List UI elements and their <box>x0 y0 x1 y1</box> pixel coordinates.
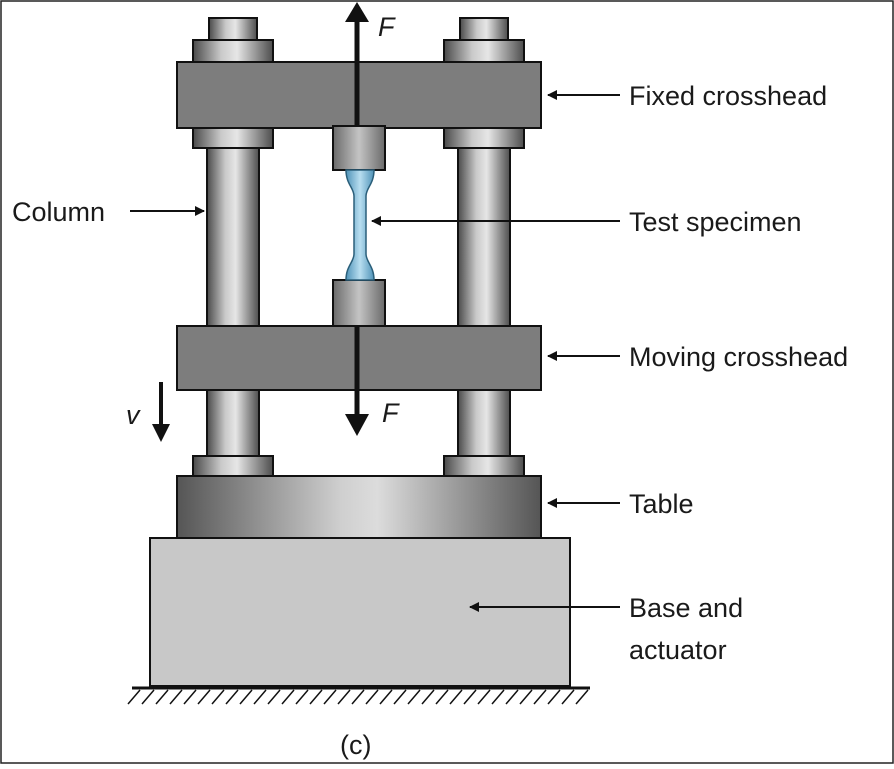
ground-hatch-line <box>225 689 239 705</box>
ground-hatch-line <box>155 689 169 705</box>
right-column-upper-nut <box>443 125 525 149</box>
bottom-force-arrowhead <box>345 414 369 436</box>
ground-hatch-line <box>435 689 449 705</box>
velocity-label: v <box>126 400 141 430</box>
ground-hatch-line <box>281 689 295 705</box>
upper-grip <box>332 125 386 171</box>
lower-grip <box>332 279 386 327</box>
bottom-force-label: F <box>382 398 400 428</box>
left-column <box>206 129 260 457</box>
ground-hatch-line <box>141 689 155 705</box>
ground-hatch-line <box>379 689 393 705</box>
ground-hatch-line <box>533 689 547 705</box>
left-column-foot <box>192 455 274 477</box>
ground-hatch-line <box>127 689 141 705</box>
ground-hatch-line <box>519 689 533 705</box>
ground-hatch-line <box>575 689 589 705</box>
ground-hatch-line <box>295 689 309 705</box>
top-force-arrowhead <box>345 2 369 22</box>
velocity-arrowhead <box>152 424 170 442</box>
base-actuator-block <box>149 537 571 687</box>
right-column-top-nut <box>443 39 525 65</box>
ground-hatch-line <box>239 689 253 705</box>
column-label: Column <box>12 197 105 227</box>
ground-hatch-line <box>365 689 379 705</box>
fixed-crosshead-label: Fixed crosshead <box>629 81 827 111</box>
ground-hatch-line <box>505 689 519 705</box>
test-specimen-label: Test specimen <box>629 207 802 237</box>
left-column-top-cap <box>208 17 258 41</box>
top-force-label: F <box>378 12 396 42</box>
ground-hatch-line <box>561 689 575 705</box>
right-column <box>457 129 511 457</box>
ground-hatch-line <box>253 689 267 705</box>
ground-hatch-line <box>197 689 211 705</box>
ground-hatch-line <box>407 689 421 705</box>
left-column-upper-nut <box>192 125 274 149</box>
ground-hatch-line <box>309 689 323 705</box>
table-label: Table <box>629 489 694 519</box>
ground-hatch-line <box>337 689 351 705</box>
ground-hatch-line <box>421 689 435 705</box>
ground-hatch-line <box>393 689 407 705</box>
left-column-top-nut <box>192 39 274 65</box>
ground-hatch-line <box>491 689 505 705</box>
ground-hatch-line <box>169 689 183 705</box>
ground-hatch-line <box>323 689 337 705</box>
ground-hatch-line <box>449 689 463 705</box>
ground-hatching <box>127 689 589 705</box>
table-block <box>176 475 542 539</box>
ground-hatch-line <box>267 689 281 705</box>
ground-hatch-line <box>183 689 197 705</box>
ground-hatch-line <box>477 689 491 705</box>
base-actuator-label-line1: Base and <box>629 593 743 623</box>
ground-hatch-line <box>351 689 365 705</box>
ground-hatch-line <box>211 689 225 705</box>
test-specimen <box>345 169 375 281</box>
base-actuator-label-line2: actuator <box>629 635 727 665</box>
moving-crosshead-label: Moving crosshead <box>629 342 848 372</box>
ground-hatch-line <box>463 689 477 705</box>
right-column-foot <box>443 455 525 477</box>
ground-hatch-line <box>547 689 561 705</box>
right-column-top-cap <box>459 17 509 41</box>
figure-caption: (c) <box>340 730 371 760</box>
